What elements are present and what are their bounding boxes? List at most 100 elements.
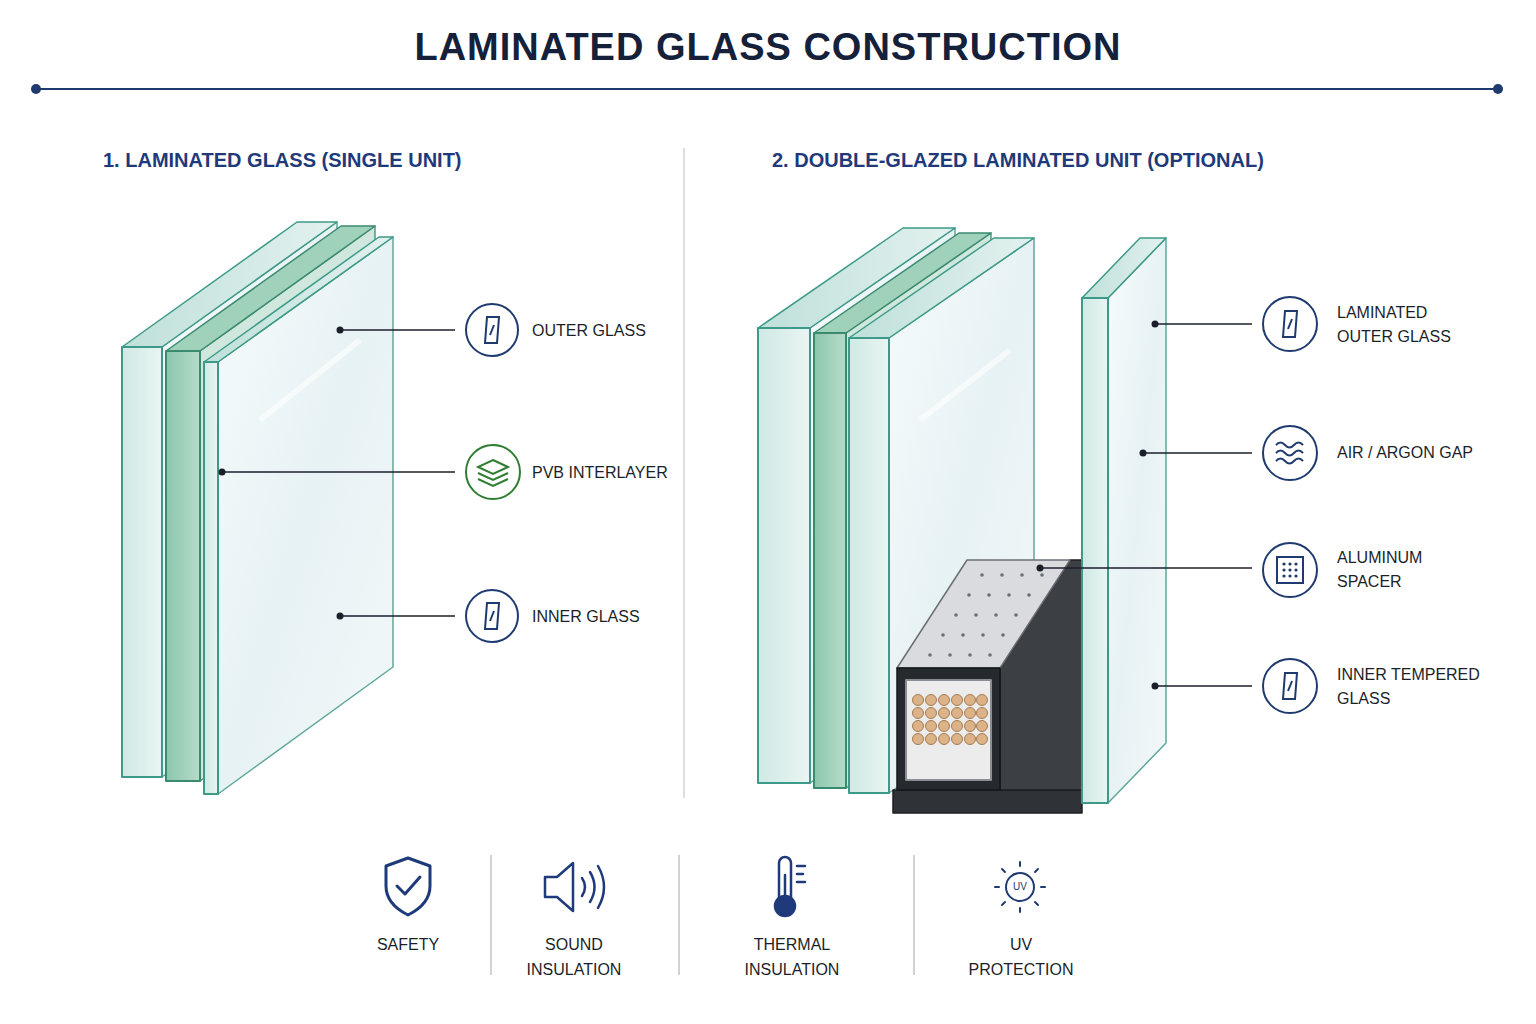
speaker-icon <box>545 863 604 911</box>
feature-label: SAFETY <box>353 932 463 957</box>
aluminum-spacer <box>939 708 950 719</box>
aluminum-spacer <box>974 613 978 617</box>
sun-icon <box>1002 902 1005 905</box>
aluminum-spacer <box>897 668 1000 790</box>
aluminum-spacer <box>913 734 924 745</box>
sun-icon <box>995 862 1045 912</box>
aluminum-spacer <box>939 721 950 732</box>
thermometer-icon <box>775 857 805 916</box>
glass-icon <box>1263 297 1317 351</box>
aluminum-spacer <box>965 708 976 719</box>
aluminum-spacer <box>1000 573 1004 577</box>
aluminum-spacer <box>939 695 950 706</box>
feature-dividers <box>491 855 914 975</box>
layers-icon <box>466 445 520 499</box>
grid-icon <box>1277 557 1303 583</box>
grid-icon <box>1282 568 1285 571</box>
shield-icon <box>386 858 430 915</box>
aluminum-spacer <box>977 734 988 745</box>
grid-icon <box>1294 568 1297 571</box>
diagram-title: LAMINATED GLASS CONSTRUCTION <box>218 22 1318 72</box>
section-heading: 2. DOUBLE-GLAZED LAMINATED UNIT (OPTIONA… <box>772 146 1372 174</box>
double-glazed-figure <box>920 350 1010 420</box>
leader-dots <box>337 327 344 334</box>
leader-dots <box>1037 321 1159 690</box>
double-glazed-figure <box>758 228 1034 793</box>
part-label: AIR / ARGON GAP <box>1337 442 1517 464</box>
aluminum-spacer <box>897 560 1070 668</box>
leader-lines <box>340 329 455 331</box>
aluminum-spacer <box>987 593 991 597</box>
aluminum-spacer <box>977 695 988 706</box>
grid-icon <box>1288 568 1291 571</box>
aluminum-spacer <box>977 708 988 719</box>
thermometer-icon <box>797 865 805 868</box>
sun-icon <box>1041 886 1045 888</box>
glass-icon <box>1283 673 1297 699</box>
waves-icon <box>1276 451 1303 456</box>
leader-lines <box>1040 324 1252 686</box>
glass-icon <box>1263 297 1317 351</box>
aluminum-spacer <box>1040 573 1044 577</box>
aluminum-spacer <box>965 695 976 706</box>
leader-dots <box>1152 321 1159 328</box>
aluminum-spacer <box>893 790 1082 813</box>
icon-text: UV <box>1008 880 1032 894</box>
aluminum-spacer <box>893 560 1082 813</box>
aluminum-spacer <box>965 734 976 745</box>
laminated-glass-figure <box>218 237 393 794</box>
sun-icon <box>1035 869 1038 872</box>
sun-icon <box>1019 908 1021 912</box>
feature-dividers <box>913 855 915 975</box>
grid-icon <box>1282 574 1285 577</box>
section-divider <box>683 148 685 798</box>
thermometer-icon <box>797 881 805 884</box>
shield-icon <box>386 858 430 915</box>
aluminum-spacer <box>952 695 963 706</box>
leader-dots <box>219 327 344 620</box>
aluminum-spacer <box>980 573 984 577</box>
laminated-glass-figure <box>122 222 393 794</box>
aluminum-spacer <box>952 734 963 745</box>
leader-lines <box>1040 567 1252 569</box>
title-rule <box>1493 84 1503 94</box>
aluminum-spacer <box>926 721 937 732</box>
sun-icon <box>1002 869 1005 872</box>
feature-label: SOUND INSULATION <box>514 932 634 982</box>
glass-icon <box>485 603 499 629</box>
glass-icon <box>1288 319 1292 329</box>
aluminum-spacer <box>967 593 971 597</box>
speaker-icon <box>590 872 595 902</box>
aluminum-spacer <box>913 695 988 745</box>
feature-label: THERMAL INSULATION <box>729 932 855 982</box>
aluminum-spacer <box>961 633 965 637</box>
grid-icon <box>1288 574 1291 577</box>
layers-icon <box>478 473 508 480</box>
thermometer-icon <box>784 875 787 900</box>
sun-icon <box>995 886 999 888</box>
aluminum-spacer <box>954 613 958 617</box>
layers-icon <box>478 460 508 474</box>
tempered-pane <box>1082 238 1166 803</box>
speaker-icon <box>582 878 585 896</box>
grid-icon <box>1294 562 1297 565</box>
laminated-glass-figure <box>204 237 393 362</box>
aluminum-spacer <box>968 653 972 657</box>
tempered-pane <box>1108 238 1166 803</box>
grid-icon <box>1282 562 1297 577</box>
aluminum-spacer <box>1001 633 1005 637</box>
aluminum-spacer <box>1014 613 1018 617</box>
aluminum-spacer <box>913 695 924 706</box>
grid-icon <box>1288 562 1291 565</box>
layers-icon <box>478 479 508 486</box>
leader-dots <box>337 613 344 620</box>
speaker-icon <box>545 863 573 911</box>
thermometer-icon <box>779 857 791 900</box>
glass-icon <box>1263 659 1317 713</box>
sun-icon <box>1035 902 1038 905</box>
waves-icon <box>1263 426 1317 480</box>
grid-icon <box>1263 543 1317 597</box>
part-label: LAMINATED OUTER GLASS <box>1337 301 1462 349</box>
glass-icon <box>1283 311 1297 337</box>
part-label: PVB INTERLAYER <box>532 462 732 483</box>
